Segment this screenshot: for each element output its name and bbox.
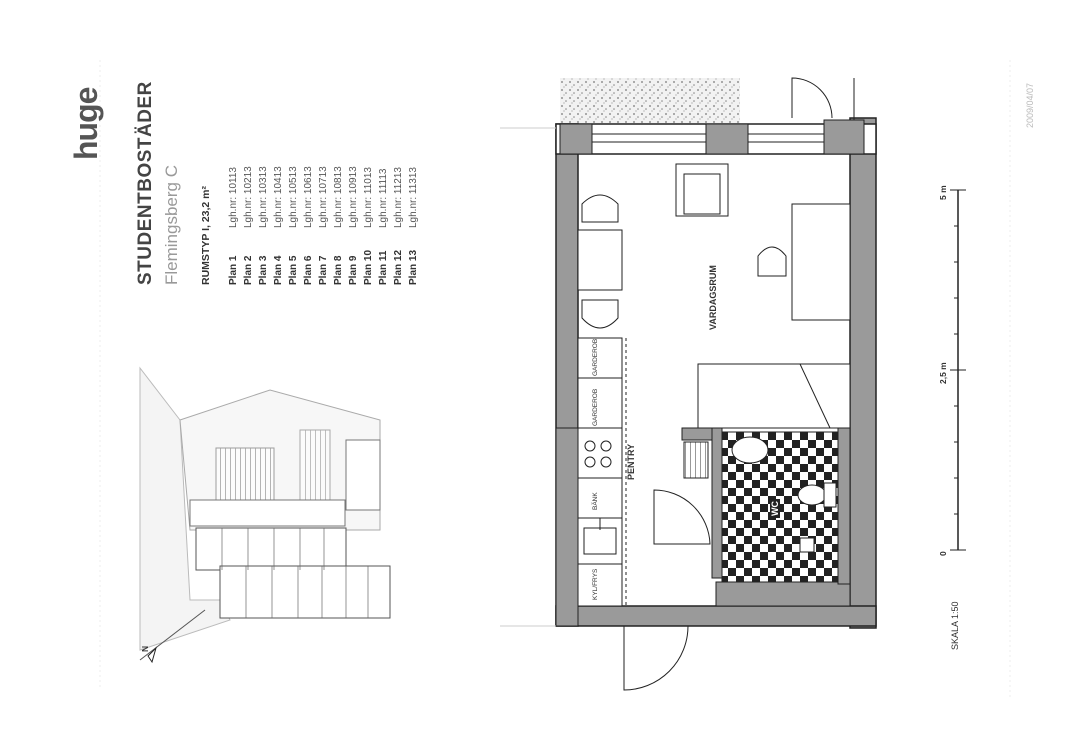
plan-apartment-number: Lgh.nr: 10513 xyxy=(288,166,299,228)
scale-tick-0: 0 xyxy=(938,551,948,556)
page-title: STUDENTBOSTÄDER xyxy=(135,81,156,285)
label-kyl-frys: KYL/FRYS xyxy=(592,568,599,600)
scale-bar xyxy=(950,189,966,551)
scale-label: SKALA 1:50 xyxy=(950,601,960,650)
room-label-living: VARDAGSRUM xyxy=(708,265,718,330)
plan-label: Plan 9 xyxy=(348,255,359,285)
plan-apartment-number: Lgh.nr: 10413 xyxy=(273,166,284,228)
plan-label: Plan 10 xyxy=(363,249,374,285)
plan-label: Plan 3 xyxy=(258,255,269,285)
scale-tick-2-5m: 2,5 m xyxy=(938,362,948,384)
plan-apartment-number: Lgh.nr: 11113 xyxy=(378,168,389,229)
wc-sink xyxy=(731,436,769,464)
plan-apartment-number: Lgh.nr: 11013 xyxy=(363,167,374,228)
plan-apartment-number: Lgh.nr: 11313 xyxy=(408,167,419,228)
plan-label: Plan 5 xyxy=(288,255,299,285)
room-label-kitchen: PENTRY xyxy=(626,443,636,480)
plan-apartment-number: Lgh.nr: 10313 xyxy=(258,166,269,228)
kitchen-counter xyxy=(577,337,627,607)
toilet xyxy=(797,484,827,506)
plan-label: Plan 1 xyxy=(228,255,239,285)
walls xyxy=(555,117,877,629)
balcony-area xyxy=(560,78,740,126)
room-label-wc: WC xyxy=(770,499,780,518)
plan-label: Plan 12 xyxy=(393,249,404,285)
dining-set xyxy=(577,194,623,329)
entrance-door xyxy=(623,625,689,691)
scale-tick-5m: 5 m xyxy=(938,185,948,200)
page-subtitle: Flemingsberg C xyxy=(162,165,181,285)
plan-label: Plan 11 xyxy=(378,250,389,285)
plan-label: Plan 6 xyxy=(303,255,314,285)
brand-logo-text: huge xyxy=(68,87,104,160)
plan-label: Plan 13 xyxy=(408,249,419,285)
plan-apartment-number: Lgh.nr: 10913 xyxy=(348,166,359,228)
plan-apartment-number: Lgh.nr: 10813 xyxy=(333,166,344,228)
plan-apartment-number: Lgh.nr: 10713 xyxy=(318,166,329,228)
plan-apartment-number: Lgh.nr: 10113 xyxy=(228,167,239,228)
balcony-door xyxy=(791,77,833,119)
plan-label: Plan 8 xyxy=(333,255,344,285)
desk xyxy=(791,203,851,321)
north-label: N xyxy=(140,645,150,652)
label-bank: BÄNK xyxy=(592,492,599,510)
plan-label: Plan 4 xyxy=(273,255,284,285)
wc-door xyxy=(653,489,711,545)
plan-apartment-number: Lgh.nr: 10213 xyxy=(243,166,254,228)
floor-drain xyxy=(799,537,815,553)
label-garderob-2: GARDEROB xyxy=(592,388,599,426)
document-date: 2009/04/07 xyxy=(1025,82,1035,128)
plan-label: Plan 2 xyxy=(243,255,254,285)
plan-apartment-number: Lgh.nr: 10613 xyxy=(303,166,314,228)
brand-logo: huge xyxy=(68,88,105,160)
radiator xyxy=(683,441,709,479)
site-plan-thumbnail xyxy=(139,366,391,664)
bed xyxy=(697,363,851,429)
label-garderob-1: GARDEROB xyxy=(592,338,599,376)
plan-apartment-number: Lgh.nr: 11213 xyxy=(393,167,404,228)
room-type: RUMSTYP I, 23,2 m² xyxy=(200,185,212,285)
plan-label: Plan 7 xyxy=(318,255,329,285)
desk-chair xyxy=(757,246,787,277)
